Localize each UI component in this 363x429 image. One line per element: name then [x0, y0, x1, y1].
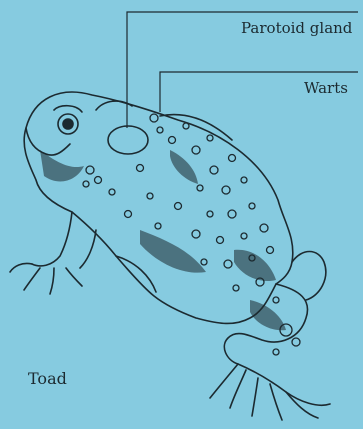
figure-caption: Toad: [28, 369, 67, 388]
parotoid-gland-shape: [108, 126, 148, 154]
warts-label: Warts: [304, 79, 348, 97]
parotoid-gland-label: Parotoid gland: [241, 19, 352, 37]
toad-front-leg: [32, 212, 96, 268]
toad-front-foot: [10, 263, 82, 294]
toad-back-foot: [210, 364, 318, 420]
